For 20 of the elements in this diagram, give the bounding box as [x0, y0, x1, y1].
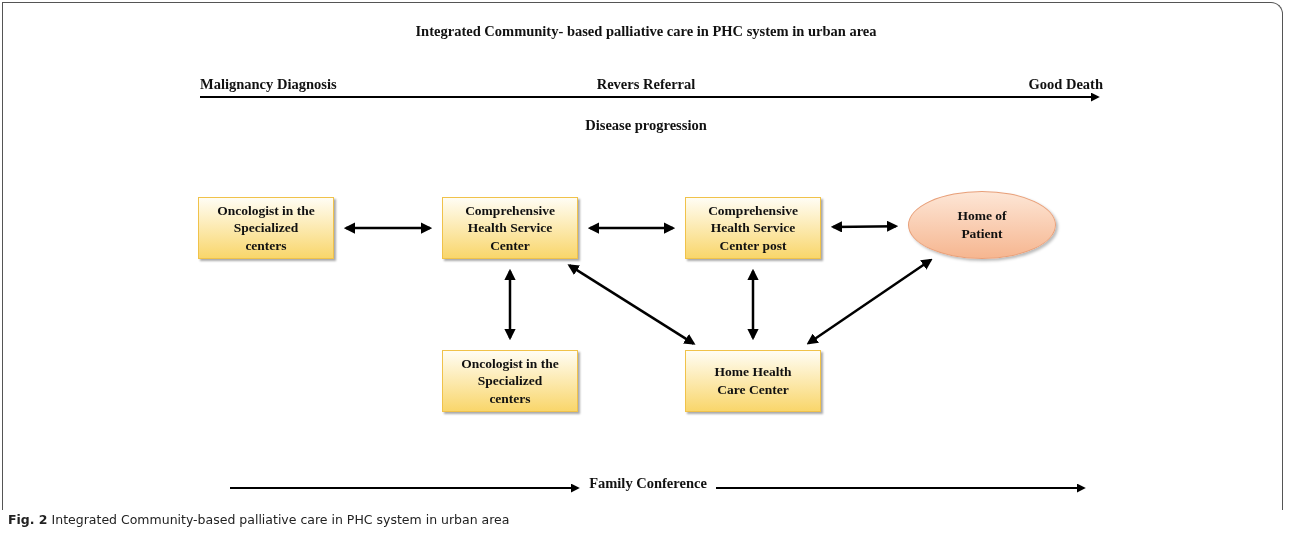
double-arrow	[343, 222, 433, 234]
double-arrow	[587, 222, 676, 234]
double-arrow	[504, 268, 516, 341]
double-arrow	[830, 220, 899, 233]
process-box: Comprehensive Health Service Center	[442, 197, 578, 259]
timeline-label: Family Conference	[589, 475, 707, 492]
timeline-label: Good Death	[1028, 76, 1103, 93]
double-arrow	[806, 258, 933, 345]
timeline-label: Disease progression	[585, 117, 707, 134]
process-box: Oncologist in the Specialized centers	[442, 350, 578, 412]
figure-caption: Fig. 2 Integrated Community-based palliative care in PHC system in urban area	[8, 512, 510, 527]
process-box: Oncologist in the Specialized centers	[198, 197, 334, 259]
ellipse-node: Home of Patient	[908, 191, 1056, 259]
diagram-title: Integrated Community- based palliative care in PHC system in urban area	[414, 23, 878, 40]
timeline-label: Malignancy Diagnosis	[200, 76, 337, 93]
double-arrow	[567, 264, 696, 345]
double-arrow	[747, 268, 759, 341]
process-box: Home Health Care Center	[685, 350, 821, 412]
timeline-label: Revers Referral	[596, 76, 696, 93]
process-box: Comprehensive Health Service Center post	[685, 197, 821, 259]
